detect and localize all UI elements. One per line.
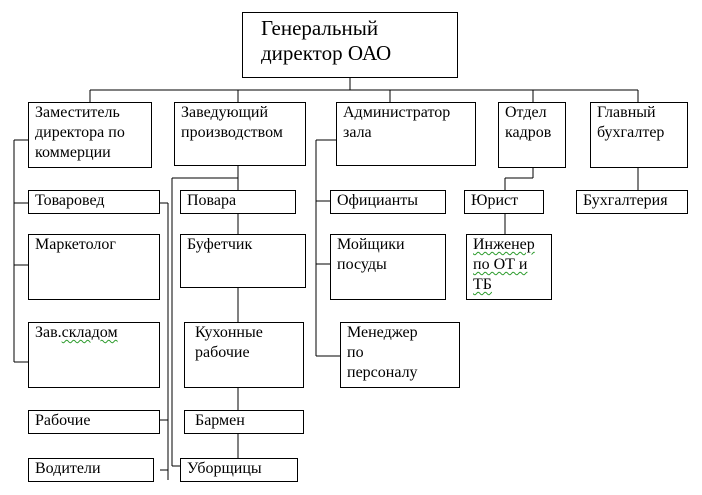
accounting-box: Бухгалтерия <box>576 190 688 214</box>
chief-accountant-box: Главный бухгалтер <box>590 102 688 168</box>
cleaners-box: Уборщицы <box>180 458 298 482</box>
personnel-manager-box: Менеджер по персоналу <box>340 322 460 388</box>
hall-admin-box: Администратор зала <box>336 102 476 166</box>
kitchen-workers-box: Кухонные рабочие <box>184 322 304 388</box>
lawyer-box: Юрист <box>464 190 544 214</box>
warehouse-head-box: Зав.складом <box>28 322 160 388</box>
engineer-ot-tb-box: Инженер по ОТ и ТБ <box>466 234 552 300</box>
bartender-box: Бармен <box>184 410 304 434</box>
marketer-box: Маркетолог <box>28 234 160 300</box>
warehouse-head-prefix: Зав. <box>35 324 62 341</box>
merchandiser-box: Товаровед <box>28 190 160 214</box>
warehouse-head-suffix: складом <box>61 324 118 341</box>
cooks-box: Повара <box>180 190 296 214</box>
barista-box: Буфетчик <box>180 234 306 288</box>
waiters-box: Официанты <box>330 190 446 214</box>
workers-box: Рабочие <box>28 410 160 434</box>
head-production-box: Заведующий производством <box>174 102 306 166</box>
general-director-box: Генеральный директор ОАО <box>242 12 458 78</box>
deputy-commerce-box: Заместитель директора по коммерции <box>28 102 152 168</box>
dishwashers-box: Мойщики посуды <box>330 234 446 300</box>
hr-department-box: Отдел кадров <box>498 102 566 168</box>
drivers-box: Водители <box>28 458 154 482</box>
